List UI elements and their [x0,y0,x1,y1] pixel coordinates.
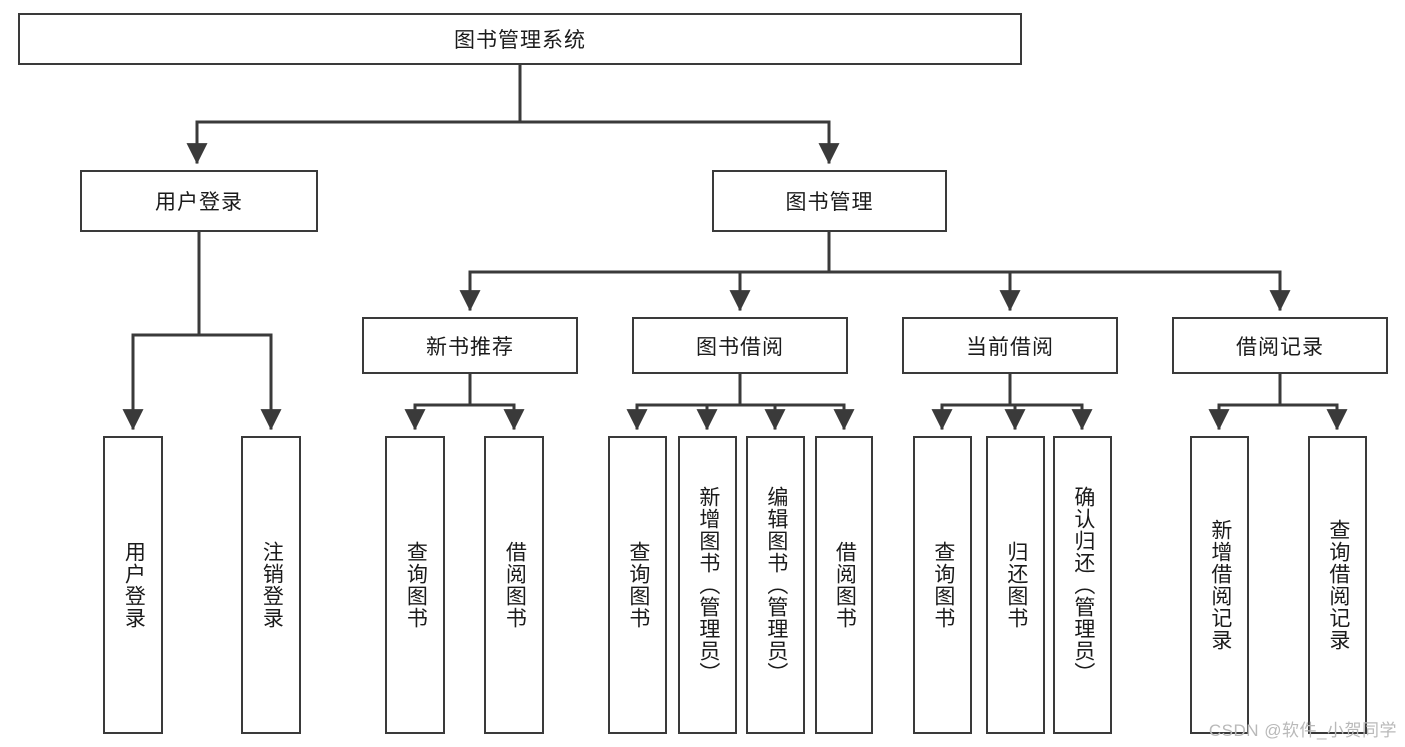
node-new-book-recommend-label: 新书推荐 [426,335,514,359]
node-leaf-query-book-current-label: 查询图书 [931,541,955,629]
node-book-borrow-label: 图书借阅 [696,335,784,359]
node-leaf-user-logout[interactable]: 注销登录 [241,436,301,734]
node-root[interactable]: 图书管理系统 [18,13,1022,65]
node-leaf-add-book-admin-label: 新增图书（管理员） [696,486,720,684]
node-book-manage[interactable]: 图书管理 [712,170,947,232]
node-current-borrow-label: 当前借阅 [966,335,1054,359]
node-leaf-query-borrow-record-label: 查询借阅记录 [1326,519,1350,651]
node-user-login-label: 用户登录 [155,191,243,214]
node-book-manage-label: 图书管理 [785,191,874,214]
node-leaf-borrow-book-rec[interactable]: 借阅图书 [484,436,544,734]
node-leaf-return-book-label: 归还图书 [1004,541,1028,629]
node-leaf-user-login[interactable]: 用户登录 [103,436,163,734]
node-leaf-add-borrow-record[interactable]: 新增借阅记录 [1190,436,1249,734]
node-leaf-borrow-book[interactable]: 借阅图书 [815,436,873,734]
node-leaf-query-book-current[interactable]: 查询图书 [913,436,972,734]
node-leaf-confirm-return-admin[interactable]: 确认归还（管理员） [1053,436,1112,734]
node-leaf-user-logout-label: 注销登录 [260,541,284,629]
node-current-borrow[interactable]: 当前借阅 [902,317,1118,374]
node-user-login[interactable]: 用户登录 [80,170,318,232]
node-leaf-query-book-rec-label: 查询图书 [404,541,428,629]
node-leaf-borrow-book-label: 借阅图书 [833,541,857,629]
node-leaf-query-borrow-record[interactable]: 查询借阅记录 [1308,436,1367,734]
node-root-label: 图书管理系统 [454,29,586,52]
node-borrow-record[interactable]: 借阅记录 [1172,317,1388,374]
node-borrow-record-label: 借阅记录 [1236,335,1324,359]
node-new-book-recommend[interactable]: 新书推荐 [362,317,578,374]
node-leaf-confirm-return-admin-label: 确认归还（管理员） [1071,486,1095,684]
node-leaf-user-login-label: 用户登录 [122,541,146,629]
watermark: CSDN @软件_小贺同学 [1208,721,1397,740]
node-leaf-return-book[interactable]: 归还图书 [986,436,1045,734]
node-leaf-add-book-admin[interactable]: 新增图书（管理员） [678,436,737,734]
node-leaf-borrow-book-rec-label: 借阅图书 [503,541,527,629]
node-leaf-edit-book-admin-label: 编辑图书（管理员） [764,486,788,684]
node-book-borrow[interactable]: 图书借阅 [632,317,848,374]
node-leaf-add-borrow-record-label: 新增借阅记录 [1208,519,1232,651]
node-leaf-query-book-borrow-label: 查询图书 [626,541,650,629]
node-leaf-edit-book-admin[interactable]: 编辑图书（管理员） [746,436,805,734]
node-leaf-query-book-borrow[interactable]: 查询图书 [608,436,667,734]
node-leaf-query-book-rec[interactable]: 查询图书 [385,436,445,734]
